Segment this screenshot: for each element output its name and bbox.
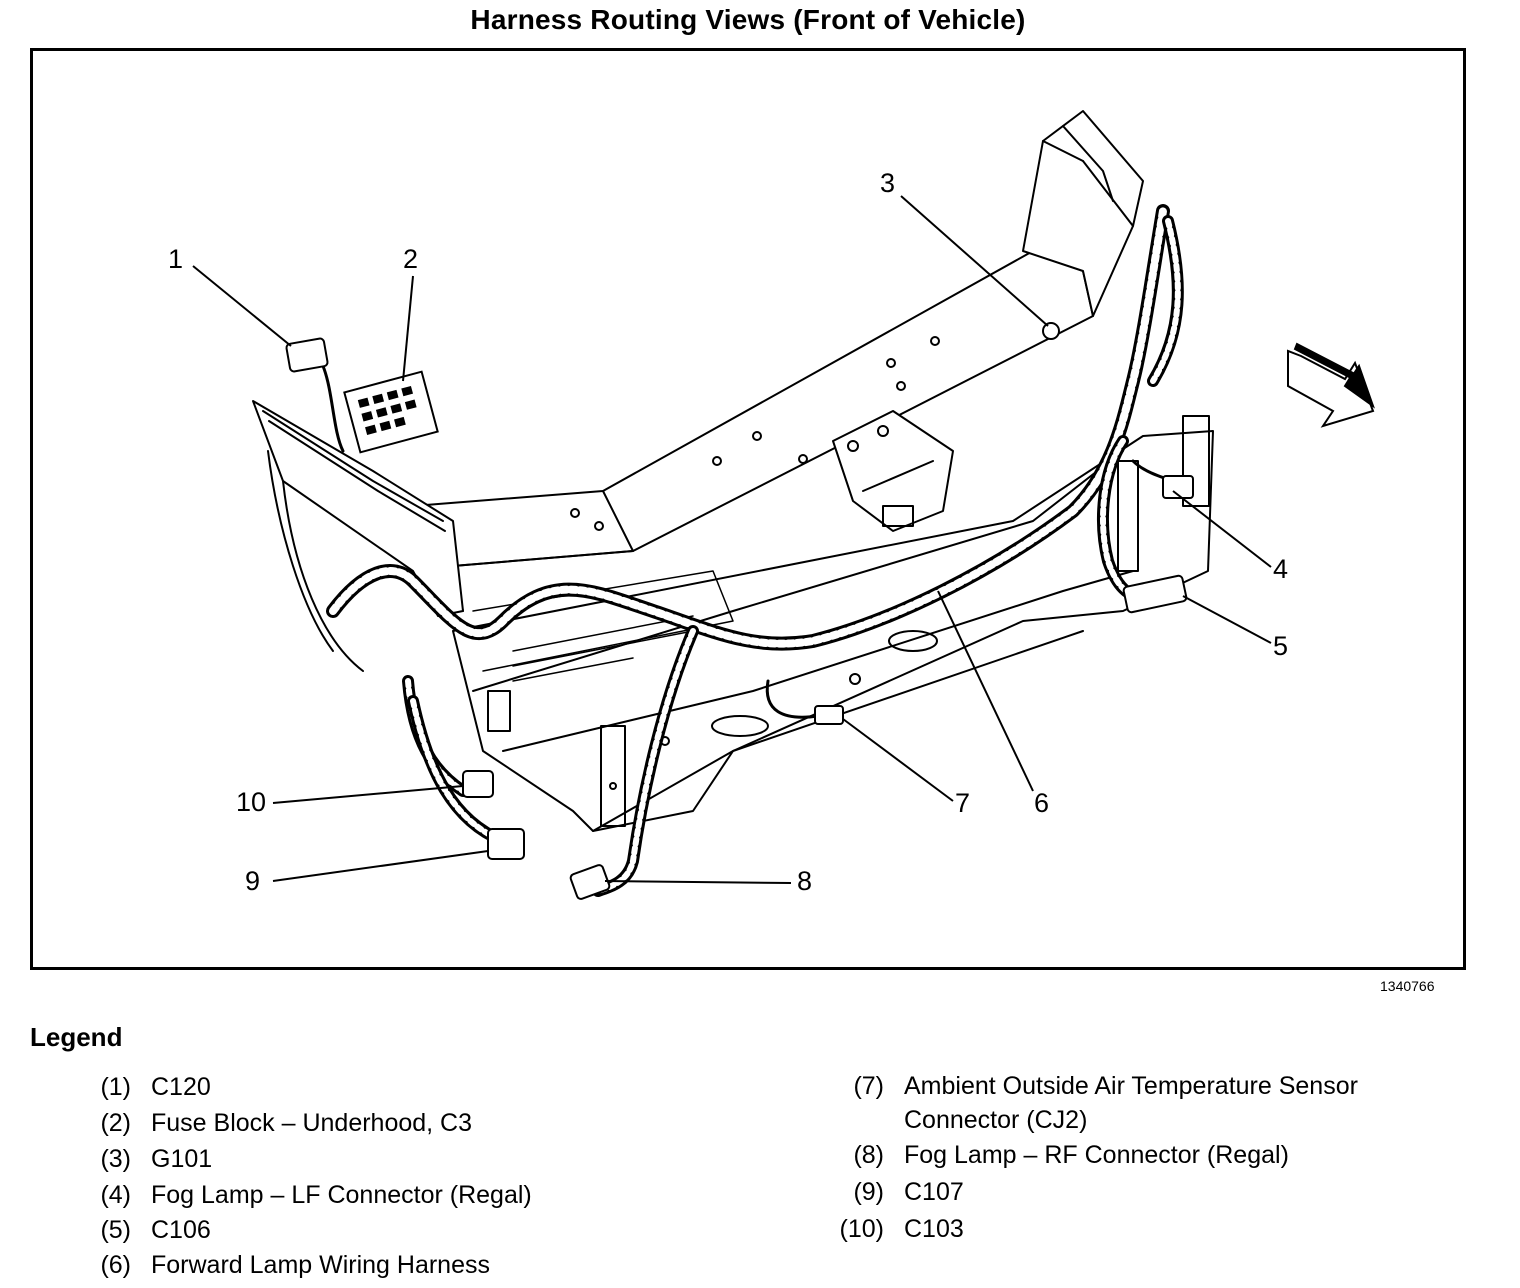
g101-ground: [1042, 322, 1060, 340]
callout-10: 10: [236, 787, 267, 817]
diagram-frame: [30, 48, 1466, 970]
c103-connector: [462, 770, 494, 798]
callout-1: 1: [168, 244, 184, 274]
legend-item-5: (5) C106: [75, 1213, 211, 1247]
legend-number: (9): [853, 1178, 884, 1206]
c107-connector: [487, 828, 525, 860]
legend-item-1: (1) C120: [75, 1070, 211, 1104]
legend-text: Fog Lamp – LF Connector (Regal): [151, 1181, 532, 1209]
legend-number: (4): [100, 1181, 131, 1209]
callout-3: 3: [880, 168, 896, 198]
callout-2: 2: [403, 244, 419, 274]
callout-6: 6: [1034, 788, 1050, 818]
legend-item-9: (9) C107: [828, 1175, 964, 1209]
ambient-air-temp-connector: [814, 705, 844, 725]
callout-leaders: [192, 195, 1272, 884]
fuse-block-c3: [343, 370, 439, 454]
legend-number: (10): [839, 1215, 884, 1243]
legend-text: C107: [904, 1178, 964, 1206]
legend-number: (8): [853, 1141, 884, 1169]
left-side-rail: [252, 400, 464, 672]
callout-9: 9: [245, 866, 261, 896]
diagram-title: Harness Routing Views (Front of Vehicle): [470, 4, 1026, 35]
legend-item-7: (7) Ambient Outside Air Temperature Senso…: [828, 1069, 1444, 1137]
right-upright: [1022, 110, 1144, 317]
fog-lamp-lf-connector: [1162, 475, 1194, 499]
legend-text: Ambient Outside Air Temperature Sensor C…: [904, 1072, 1358, 1134]
legend-item-3: (3) G101: [75, 1142, 212, 1176]
legend-number: (2): [100, 1109, 131, 1137]
callout-5: 5: [1273, 631, 1289, 661]
legend-item-10: (10) C103: [828, 1212, 964, 1246]
legend-item-6: (6) Forward Lamp Wiring Harness: [75, 1248, 490, 1282]
legend-text: C120: [151, 1073, 211, 1101]
harness-illustration: [192, 110, 1375, 900]
legend-item-2: (2) Fuse Block – Underhood, C3: [75, 1106, 472, 1140]
legend-item-4: (4) Fog Lamp – LF Connector (Regal): [75, 1178, 532, 1212]
legend-text: Fog Lamp – RF Connector (Regal): [904, 1141, 1289, 1169]
callout-8: 8: [797, 866, 813, 896]
legend-number: (7): [853, 1072, 884, 1100]
c106-connector: [1122, 574, 1188, 614]
legend-item-8: (8) Fog Lamp – RF Connector (Regal): [828, 1138, 1289, 1172]
callout-7: 7: [955, 788, 971, 818]
hood-latch-bracket: [832, 410, 954, 532]
legend-title: Legend: [30, 1022, 123, 1052]
legend-text: C106: [151, 1216, 211, 1244]
legend-number: (3): [100, 1145, 131, 1173]
legend-number: (6): [100, 1251, 131, 1279]
legend-text: C103: [904, 1215, 964, 1243]
legend-number: (5): [100, 1216, 131, 1244]
front-direction-arrow: [1287, 342, 1375, 428]
legend-text: Fuse Block – Underhood, C3: [151, 1109, 473, 1137]
figure-id: 1340766: [1380, 978, 1435, 994]
callout-4: 4: [1273, 554, 1289, 584]
legend-number: (1): [100, 1073, 131, 1101]
fog-lamp-rf-connector: [569, 864, 611, 900]
legend-text: Forward Lamp Wiring Harness: [151, 1251, 490, 1279]
legend-text: G101: [151, 1145, 213, 1173]
c120-connector: [285, 337, 329, 373]
